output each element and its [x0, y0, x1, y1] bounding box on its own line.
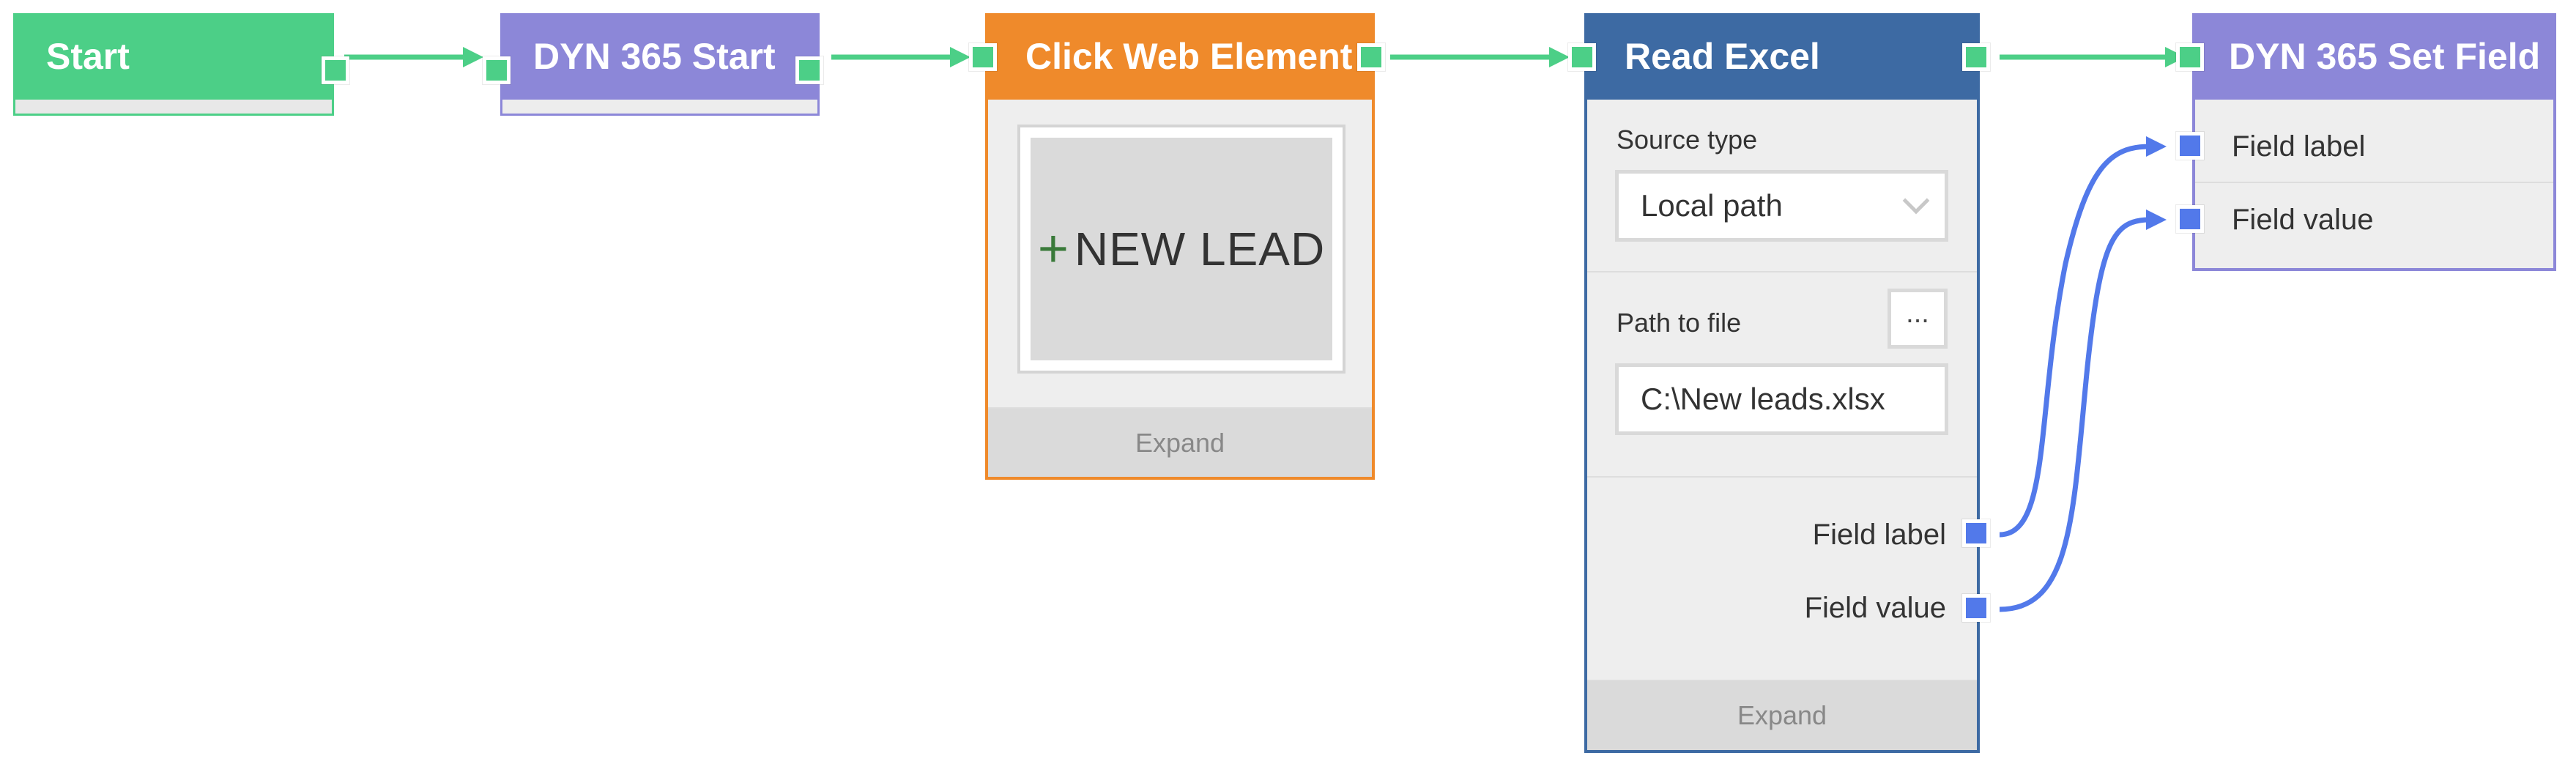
browse-button-label: ... [1906, 297, 1929, 329]
output-port-start[interactable] [322, 56, 349, 84]
node-dyn365-start-footer [500, 100, 820, 116]
node-set-field-header[interactable]: DYN 365 Set Field [2192, 13, 2556, 100]
flow-wire-dyn-start-to-click [831, 47, 970, 67]
preview-text: NEW LEAD [1074, 223, 1326, 275]
path-to-file-value: C:\New leads.xlsx [1641, 382, 1885, 416]
node-click-web-element[interactable]: Click Web Element + NEW LEAD Expand [969, 13, 1385, 480]
output-port-field-value[interactable] [1962, 594, 1990, 622]
click-divider [988, 407, 1372, 409]
click-expand-label: Expand [1135, 427, 1225, 458]
flow-wire-start-to-dyn-start [344, 47, 483, 67]
output-port-read-excel[interactable] [1962, 43, 1990, 71]
set-field-divider [2195, 182, 2553, 183]
node-dyn365-set-field[interactable]: DYN 365 Set Field Field label Field valu… [2176, 13, 2556, 271]
node-dyn365-start-title: DYN 365 Start [533, 36, 776, 77]
output-port-field-label[interactable] [1962, 519, 1990, 547]
read-excel-divider-2 [1587, 476, 1977, 478]
read-excel-divider-3 [1587, 680, 1977, 681]
node-read-excel-title: Read Excel [1625, 36, 1820, 77]
read-excel-divider-1 [1587, 271, 1977, 272]
source-type-dropdown[interactable]: Local path [1615, 170, 1948, 242]
node-read-excel[interactable]: Read Excel Source type Local path Path t… [1568, 13, 1990, 753]
output-field-label-text: Field label [1812, 519, 1946, 551]
element-preview-image: + NEW LEAD [1031, 138, 1332, 360]
plus-icon: + [1037, 220, 1069, 278]
node-start-header[interactable]: Start [13, 13, 334, 100]
flow-wire-read-excel-to-set-field [2000, 47, 2186, 67]
input-port-field-value[interactable] [2176, 205, 2204, 233]
input-port-set-field[interactable] [2176, 43, 2204, 71]
node-start-footer [13, 100, 334, 116]
output-field-value-text: Field value [1804, 592, 1946, 624]
data-wire-field-label [1999, 136, 2167, 538]
read-excel-expand-label: Expand [1737, 700, 1827, 730]
output-port-click[interactable] [1357, 43, 1385, 71]
browse-button[interactable]: ... [1888, 289, 1948, 349]
path-to-file-input[interactable]: C:\New leads.xlsx [1615, 363, 1948, 435]
node-dyn365-start-header[interactable]: DYN 365 Start [500, 13, 820, 100]
node-read-excel-header[interactable]: Read Excel [1584, 13, 1980, 100]
flow-wire-click-to-read-excel [1390, 47, 1570, 67]
input-port-click[interactable] [969, 43, 997, 71]
data-wire-field-value [1999, 209, 2167, 612]
input-field-value-text: Field value [2232, 204, 2374, 236]
input-port-read-excel[interactable] [1568, 43, 1596, 71]
source-type-label: Source type [1617, 125, 1758, 155]
path-to-file-label: Path to file [1617, 308, 1742, 338]
node-click-title: Click Web Element [1025, 36, 1353, 77]
click-expand-button[interactable]: Expand [988, 409, 1372, 477]
output-port-dyn365-start[interactable] [795, 56, 823, 84]
source-type-value: Local path [1641, 188, 1783, 223]
input-port-field-label[interactable] [2176, 132, 2204, 160]
read-excel-expand-button[interactable]: Expand [1587, 681, 1977, 750]
node-dyn365-start[interactable]: DYN 365 Start [483, 13, 823, 116]
input-port-dyn365-start[interactable] [483, 56, 511, 84]
node-click-header[interactable]: Click Web Element [985, 13, 1375, 100]
node-start[interactable]: Start [13, 13, 349, 116]
node-set-field-title: DYN 365 Set Field [2229, 36, 2541, 77]
element-preview-frame[interactable]: + NEW LEAD [1017, 125, 1345, 374]
chevron-down-icon [1902, 187, 1930, 215]
node-start-title: Start [46, 36, 130, 77]
input-field-label-text: Field label [2232, 130, 2366, 163]
